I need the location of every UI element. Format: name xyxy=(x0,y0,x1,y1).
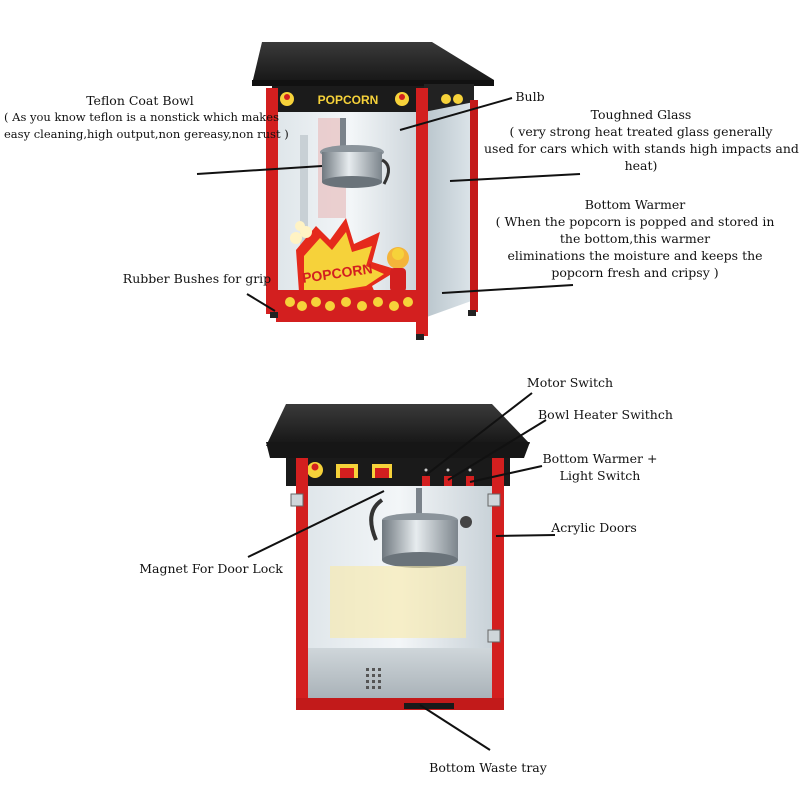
motor-switch-knob xyxy=(422,476,430,486)
magnet-door-lock xyxy=(290,493,304,507)
top-frame-right xyxy=(416,88,428,336)
bottom-leader-lines xyxy=(247,392,556,751)
label-bulb: Bulb xyxy=(515,89,545,104)
top-frame-left xyxy=(266,88,278,314)
label-bowl-heater-switch: Bowl Heater Swithch xyxy=(538,407,673,422)
label-bottom-waste-tray: Bottom Waste tray xyxy=(429,760,547,775)
bowl-heater-switch-knob xyxy=(444,476,452,486)
bottom-base xyxy=(296,698,504,710)
top-popcorn-graphic: POPCORN xyxy=(290,218,409,306)
bottom-waste-tray-handle xyxy=(404,703,454,709)
top-sign-text: POPCORN xyxy=(318,93,379,107)
label-motor-switch: Motor Switch xyxy=(526,375,614,390)
top-machine: POPCORN POPCORN xyxy=(252,42,494,340)
bottom-waste-tray-surface xyxy=(308,648,492,700)
leader-motor xyxy=(425,392,533,476)
leader-warmer-light xyxy=(469,465,543,483)
leader-warmer xyxy=(441,284,574,294)
top-leader-lines xyxy=(196,97,581,312)
label-toughened-glass: Toughned Glass ( very strong heat treate… xyxy=(484,107,799,173)
label-warmer-light-switch: Bottom Warmer + Light Switch xyxy=(542,451,658,483)
leader-teflon xyxy=(196,165,323,175)
leader-waste xyxy=(419,704,491,751)
label-magnet-door-lock: Magnet For Door Lock xyxy=(139,561,283,576)
leader-bowl-heater xyxy=(447,419,547,481)
top-kettle xyxy=(320,118,390,188)
label-acrylic-doors: Acrylic Doors xyxy=(551,520,637,535)
leader-rubber xyxy=(246,293,276,312)
bottom-roof xyxy=(266,404,530,446)
label-teflon: Teflon Coat Bowl ( As you know teflon is… xyxy=(4,93,289,141)
top-side-glass xyxy=(424,102,474,318)
bottom-frame-right xyxy=(492,458,504,710)
leader-acrylic xyxy=(495,534,556,537)
bottom-kettle xyxy=(369,488,472,568)
leader-magnet xyxy=(247,490,385,558)
label-bottom-warmer: Bottom Warmer ( When the popcorn is popp… xyxy=(495,197,775,280)
top-roof xyxy=(252,42,494,84)
leader-bulb xyxy=(399,97,513,131)
bottom-frame-left xyxy=(296,458,308,710)
label-rubber-bushes: Rubber Bushes for grip xyxy=(122,271,272,286)
leader-toughened xyxy=(449,173,581,182)
bottom-machine xyxy=(266,404,530,710)
